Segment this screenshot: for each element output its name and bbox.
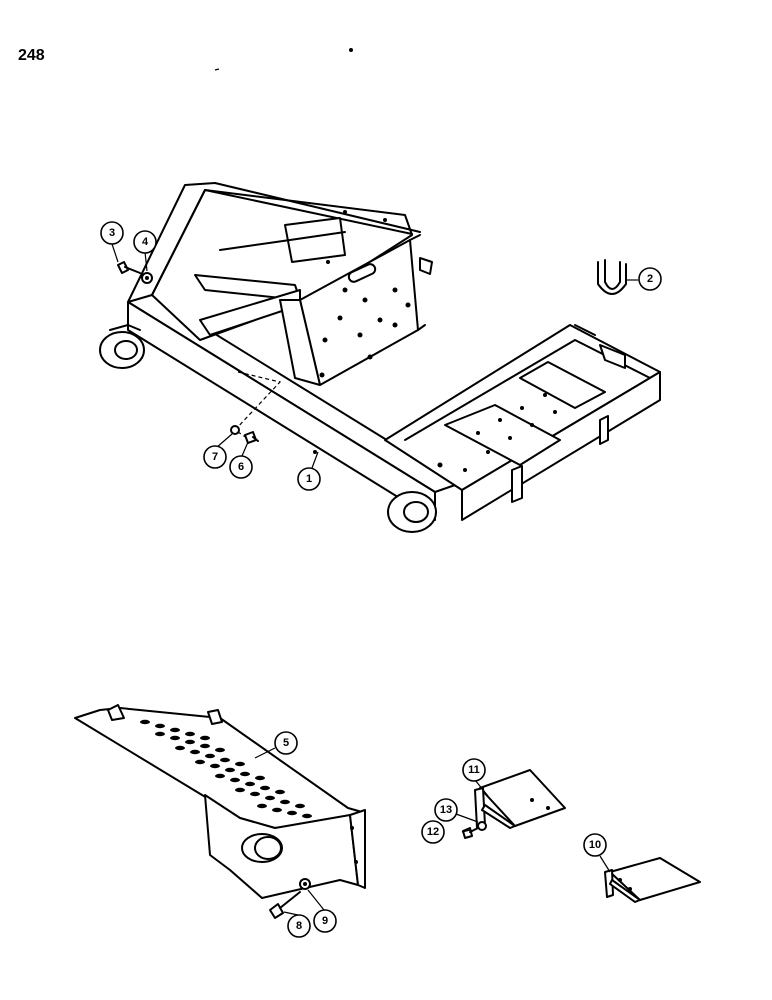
callout-7: 7 [203,445,227,469]
callout-label: 8 [296,920,302,932]
bolt-6 [244,431,259,444]
callout-label: 6 [238,461,244,473]
callout-label: 2 [647,273,653,285]
callout-12: 12 [421,820,445,844]
washer-4 [141,272,153,284]
page-number: 248 [18,47,45,64]
callout-label: 4 [142,236,149,248]
u-bolt-2 [597,259,627,295]
guard-5 [74,704,366,899]
callout-label: 11 [468,764,480,776]
leader-lines [111,243,638,916]
bracket-11 [474,769,566,829]
bolt-8 [269,891,301,919]
callout-1: 1 [297,467,321,491]
nut-9 [299,878,311,890]
callout-label: 13 [440,804,452,816]
callout-label: 1 [306,473,312,485]
callout-11: 11 [462,758,486,782]
bolt-3 [117,261,141,274]
bracket-10 [604,857,701,903]
callout-4: 4 [133,230,157,254]
callout-9: 9 [313,909,337,933]
callout-2: 2 [638,267,662,291]
perforation-pattern [140,719,312,819]
washer-7 [230,425,240,435]
washer-13 [477,821,487,831]
callout-label: 7 [212,451,218,463]
callout-label: 3 [109,227,115,239]
callout-label: 5 [283,737,289,749]
callout-6: 6 [229,455,253,479]
callout-3: 3 [100,221,124,245]
main-frame [99,182,661,533]
callout-13: 13 [434,798,458,822]
callout-10: 10 [583,833,607,857]
callout-5: 5 [274,731,298,755]
bolt-12 [462,827,479,839]
print-speck [349,48,353,52]
callout-label: 10 [589,839,601,851]
print-speck [214,68,220,71]
callout-label: 12 [427,826,439,838]
callout-8: 8 [287,914,311,938]
callout-label: 9 [322,915,328,927]
